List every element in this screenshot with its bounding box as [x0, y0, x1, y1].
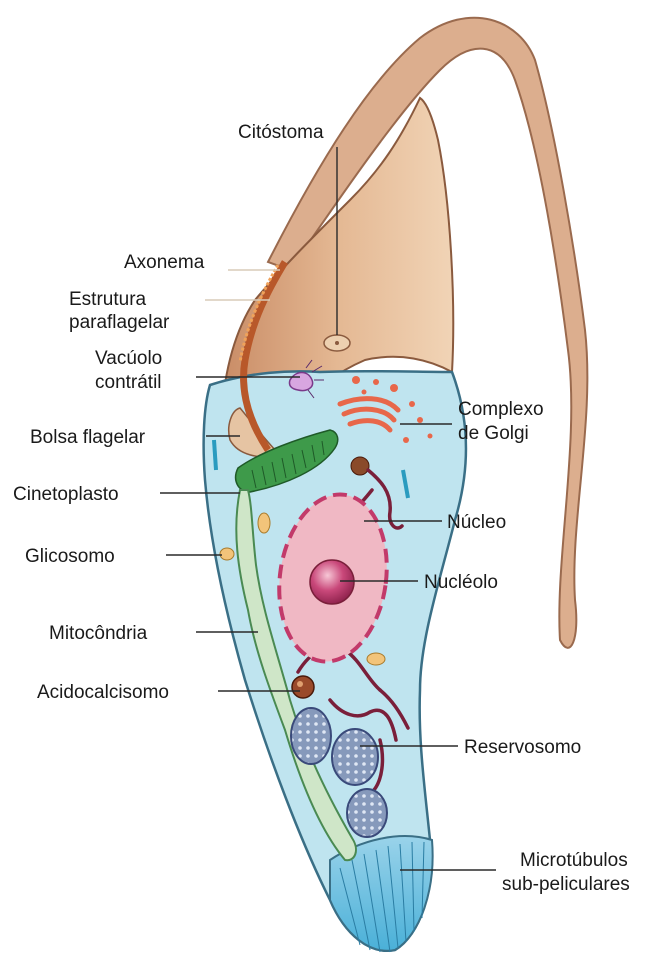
label-nucleo: Núcleo [447, 512, 506, 533]
label-microtubulos-1: Microtúbulos [520, 850, 628, 871]
label-vacuolo-1: Vacúolo [95, 348, 162, 369]
label-citostoma: Citóstoma [238, 122, 324, 143]
cytostome-center [335, 341, 339, 345]
label-golgi-2: de Golgi [458, 423, 529, 444]
glycosome [220, 548, 234, 560]
acidocalcisome-highlight [297, 681, 303, 687]
label-vacuolo-2: contrátil [95, 372, 162, 393]
reservosome [291, 708, 331, 764]
glycosome [258, 513, 270, 533]
label-golgi-1: Complexo [458, 399, 544, 420]
label-estrutura-1: Estrutura [69, 289, 147, 310]
nucleolus [310, 560, 354, 604]
label-mitocondria: Mitocôndria [49, 623, 148, 644]
label-microtubulos-2: sub-peliculares [502, 874, 630, 895]
label-glicosomo: Glicosomo [25, 546, 115, 567]
cyan-organelle [214, 440, 216, 470]
label-axonema: Axonema [124, 252, 205, 273]
label-reservosomo: Reservosomo [464, 737, 581, 758]
label-estrutura-2: paraflagelar [69, 312, 170, 333]
glycosome [367, 653, 385, 665]
label-nucleolo: Nucléolo [424, 572, 498, 593]
label-cinetoplasto: Cinetoplasto [13, 484, 119, 505]
label-acidocalcisomo: Acidocalcisomo [37, 682, 169, 703]
reservosome [332, 729, 378, 785]
acidocalcisome [292, 676, 314, 698]
acidocalcisome-top [351, 457, 369, 475]
label-bolsa: Bolsa flagelar [30, 427, 146, 448]
reservosome [347, 789, 387, 837]
contractile-vacuole [289, 373, 312, 391]
